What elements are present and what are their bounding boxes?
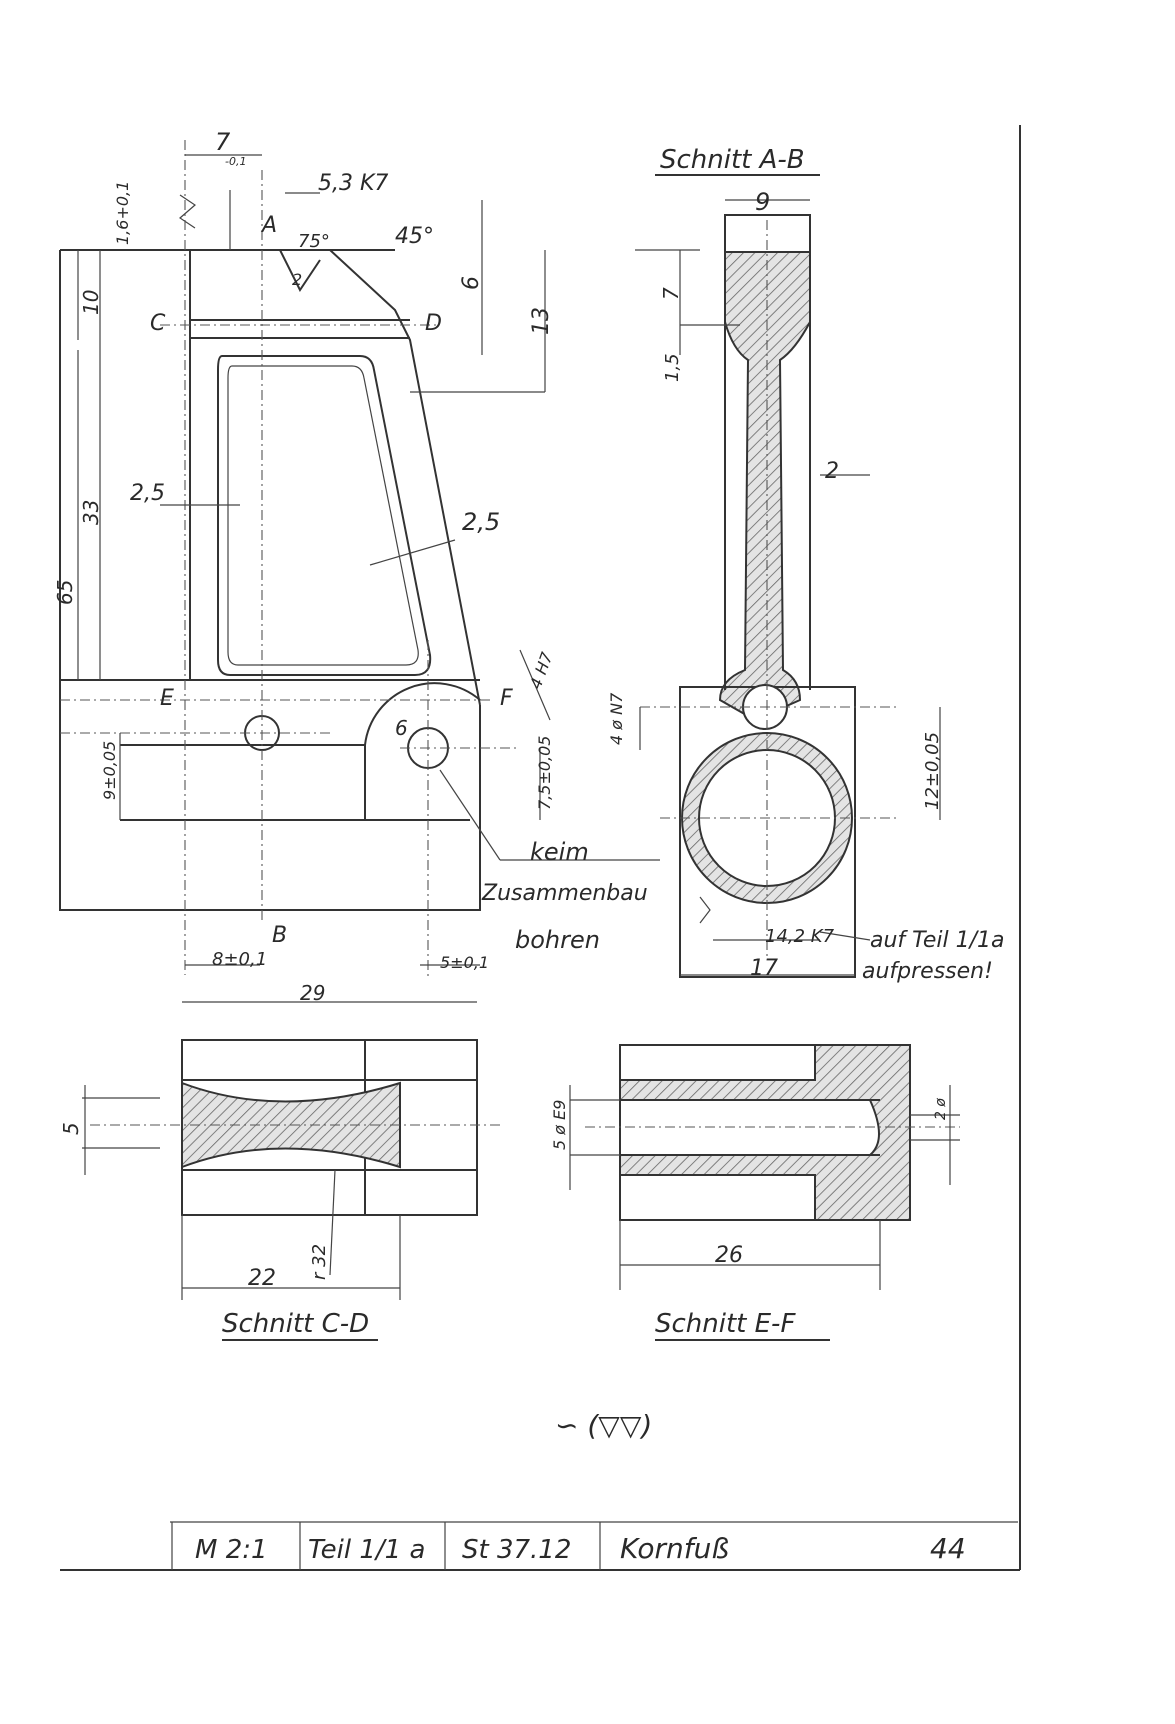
- dim-7-tolerance: -0,1: [225, 155, 246, 168]
- title-block-scale: M 2:1: [195, 1535, 268, 1565]
- dim-8-tol: 8±0,1: [212, 949, 267, 970]
- note-aufpressen: aufpressen!: [862, 959, 993, 984]
- dim-10: 10: [79, 290, 103, 315]
- section-ab-view: [635, 199, 941, 978]
- dim-9-tol: 9±0,05: [100, 741, 119, 800]
- ab-dim-12-tol: 12±0,05: [922, 732, 943, 810]
- dim-5-3-k7: 5,3 K7: [318, 171, 388, 196]
- section-ef-view: [569, 174, 960, 1341]
- ef-dim-2: 2 ø: [933, 1098, 949, 1120]
- dim-7: 7: [215, 128, 231, 156]
- ef-dim-5-e9: 5 ø E9: [550, 1100, 569, 1150]
- cut-letter-c: C: [150, 311, 166, 336]
- cd-dim-5: 5: [59, 1122, 83, 1135]
- dim-1-6: 1,6+0,1: [113, 181, 132, 245]
- dim-6: 6: [459, 276, 484, 290]
- ef-dim-26: 26: [715, 1243, 743, 1268]
- cd-dim-29: 29: [300, 981, 325, 1005]
- ab-dim-1-5: 1,5: [662, 353, 683, 382]
- cut-letter-d: D: [425, 311, 442, 336]
- cut-letter-f: F: [500, 686, 513, 711]
- title-block-material: St 37.12: [462, 1535, 571, 1565]
- cd-dim-22: 22: [248, 1266, 276, 1291]
- note-auf-teil: auf Teil 1/1a: [870, 928, 1005, 953]
- ab-dim-9: 9: [755, 188, 770, 216]
- title-block: M 2:1 Teil 1/1 a St 37.12 Kornfuß 44: [170, 1521, 1018, 1570]
- ab-dim-17: 17: [750, 956, 778, 981]
- note-zusammenbau: Zusammenbau: [481, 881, 648, 906]
- dim-2-small: 2: [292, 270, 302, 289]
- note-keim: keim: [530, 838, 589, 866]
- section-cd-title: Schnitt C-D: [222, 1309, 369, 1339]
- cut-letter-b: B: [272, 923, 287, 948]
- dim-7-5-tol: 7,5±0,05: [535, 736, 554, 810]
- cd-dim-r32: r 32: [309, 1244, 330, 1280]
- front-view: [59, 140, 660, 980]
- surface-finish-symbol: ∽ (▽▽): [555, 1409, 652, 1442]
- dim-45-deg: 45°: [395, 224, 434, 249]
- drawing-labels: Schnitt A-B Schnitt C-D Schnitt E-F A B …: [53, 128, 1005, 1442]
- dim-2-5-left: 2,5: [130, 481, 165, 506]
- section-ab-title: Schnitt A-B: [660, 145, 805, 175]
- ab-dim-2: 2: [825, 459, 839, 484]
- dim-65: 65: [53, 580, 77, 605]
- ab-dim-14-2: 14,2 K7: [765, 926, 835, 947]
- title-block-name: Kornfuß: [620, 1532, 729, 1565]
- dim-2-5-right: 2,5: [462, 508, 500, 536]
- ab-dim-7: 7: [659, 287, 683, 300]
- cut-letter-a: A: [260, 213, 277, 238]
- title-block-number: 44: [930, 1532, 966, 1565]
- dim-5-tol: 5±0,1: [440, 953, 489, 972]
- dim-4-h7: 4 H7: [526, 649, 557, 691]
- section-ef-title: Schnitt E-F: [655, 1309, 796, 1339]
- dim-13: 13: [529, 307, 554, 335]
- dim-33: 33: [79, 500, 103, 525]
- cut-letter-e: E: [160, 686, 174, 711]
- ab-dim-4-n7: 4 ø N7: [607, 692, 626, 745]
- section-cd-view: [82, 1001, 500, 1341]
- dim-75-deg: 75°: [298, 231, 330, 252]
- dim-6-radius: 6: [395, 716, 408, 740]
- note-bohren: bohren: [515, 926, 600, 954]
- title-block-part: Teil 1/1 a: [308, 1535, 425, 1565]
